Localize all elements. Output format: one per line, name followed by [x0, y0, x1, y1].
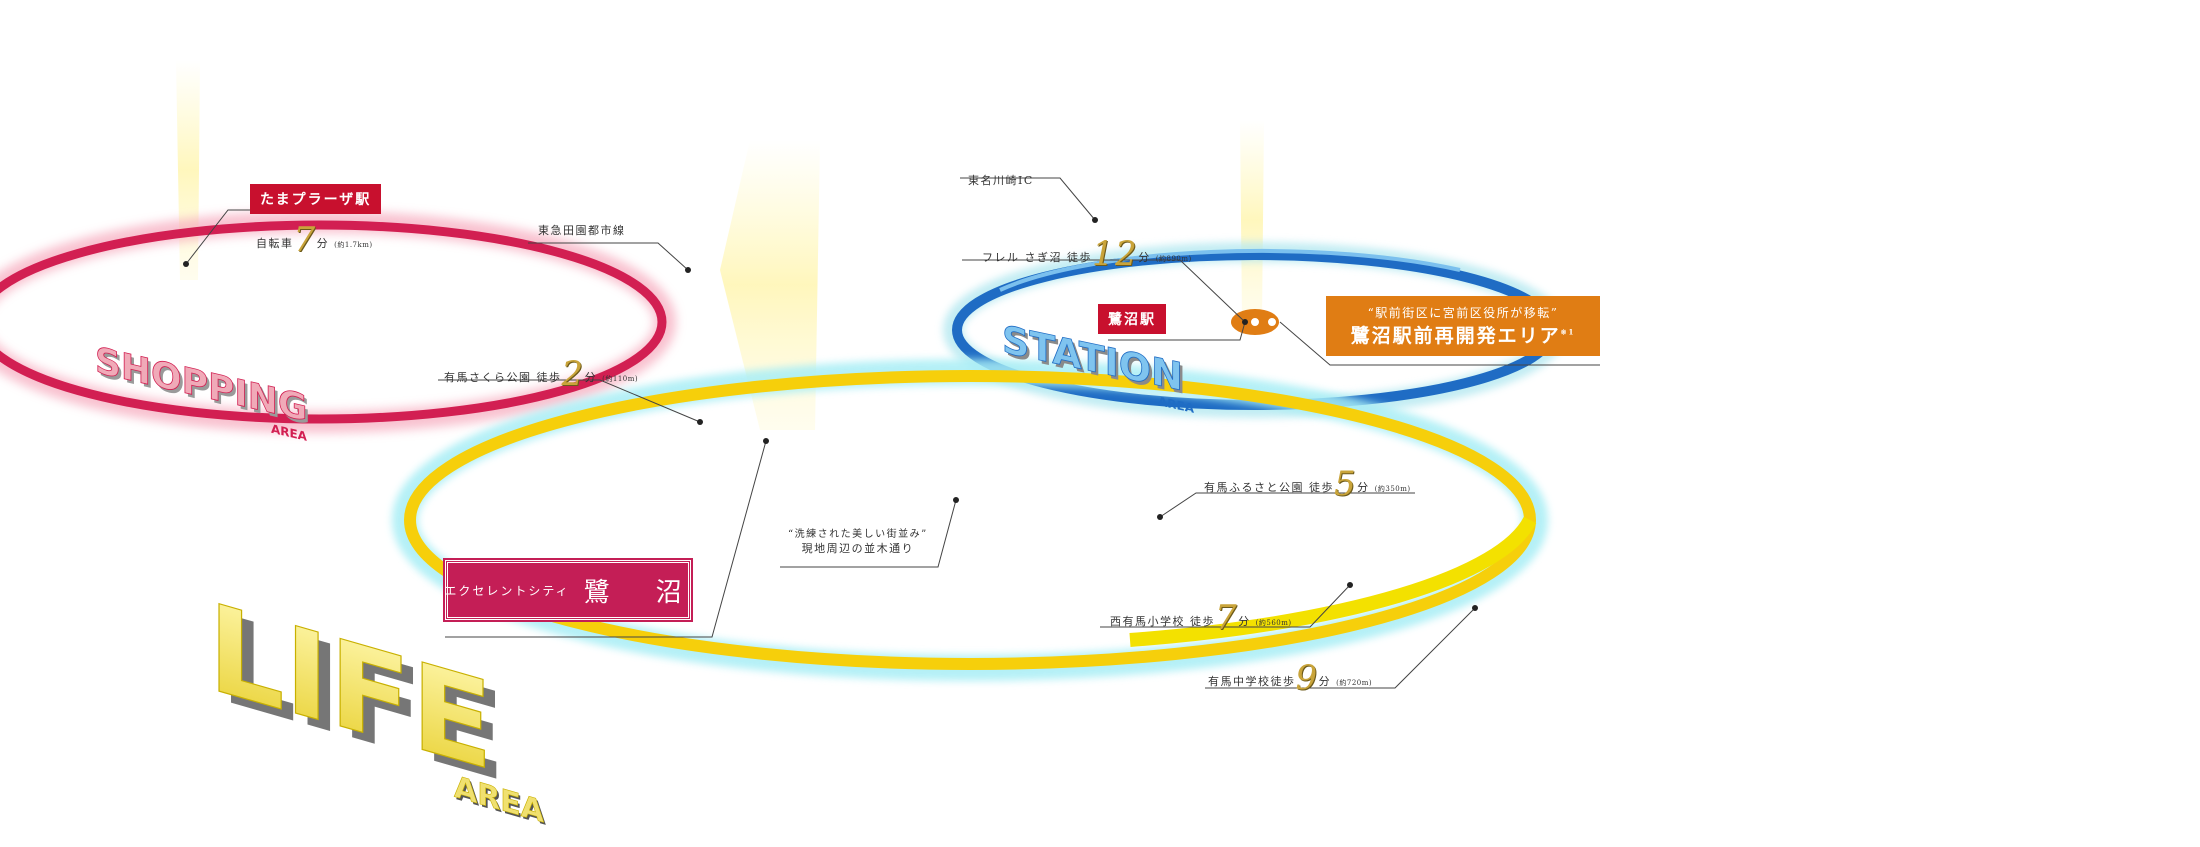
excellent-city-name: 鷺 沼 [583, 577, 692, 608]
fureru-saginuma: フレル さぎ沼 徒歩12分 (約890m) [982, 234, 1192, 274]
fureru-distance: (約890m) [1155, 255, 1192, 263]
arima-sakura-prefix: 有馬さくら公園 徒歩 [444, 371, 562, 384]
arima-furusato-prefix: 有馬ふるさと公園 徒歩 [1204, 481, 1334, 494]
tama-plaza-distance: (約1.7km) [334, 241, 373, 249]
arima-furusato-minutes: 5 [1334, 464, 1358, 504]
arima-sakura-distance: (約110m) [602, 375, 639, 383]
arima-furusato-distance: (約350m) [1374, 485, 1411, 493]
tree-lined-avenue-caption: “洗練された美しい街並み” 現地周辺の並木通り [788, 528, 928, 556]
life-area-ring [392, 359, 1548, 681]
arima-junior-distance: (約720m) [1336, 679, 1373, 687]
nishi-arima-minutes: 7 [1215, 598, 1239, 638]
light-beam-center [720, 140, 820, 430]
redevelopment-title: 鷺沼駅前再開発エリア※1 [1351, 321, 1576, 348]
shopping-area-title: SHOPPING SHOPPING AREA [95, 338, 311, 444]
arima-junior-unit: 分 [1318, 675, 1332, 688]
arima-furusato-unit: 分 [1357, 481, 1370, 494]
arima-junior-minutes: 9 [1295, 658, 1319, 698]
redevelopment-area-box: “駅前街区に宮前区役所が移転” 鷺沼駅前再開発エリア※1 [1326, 296, 1600, 356]
nishi-arima-unit: 分 [1238, 615, 1251, 628]
tama-plaza-minutes: 7 [293, 220, 317, 260]
light-beam-station [1240, 120, 1264, 320]
tama-plaza-unit: 分 [316, 237, 330, 250]
tomei-kawasaki-ic: 東名川崎IC [968, 174, 1034, 187]
tama-plaza-time: 自転車7分 (約1.7km) [256, 220, 373, 260]
redevelopment-note: ※1 [1560, 327, 1576, 337]
excellent-city-label: エクセレントシティ [444, 583, 570, 598]
fureru-unit: 分 [1138, 251, 1151, 264]
avenue-tagline: “洗練された美しい街並み” [788, 529, 928, 540]
arima-junior-high: 有馬中学校徒歩9分 (約720m) [1208, 658, 1372, 698]
nishi-arima-prefix: 西有馬小学校 徒歩 [1110, 615, 1215, 628]
redevelopment-subtitle: “駅前街区に宮前区役所が移転” [1367, 306, 1559, 320]
arima-sakura-unit: 分 [584, 371, 598, 384]
nishi-arima-distance: (約560m) [1255, 619, 1292, 627]
arima-junior-prefix: 有馬中学校徒歩 [1208, 675, 1296, 688]
arima-furusato-park: 有馬ふるさと公園 徒歩5分 (約350m) [1204, 464, 1411, 504]
light-beam-shopping [176, 60, 200, 280]
shopping-area-ring [0, 211, 676, 433]
redevelopment-title-text: 鷺沼駅前再開発エリア [1350, 325, 1561, 347]
leader-dots [183, 217, 1478, 611]
saginuma-station-label: 鷺沼駅 [1098, 304, 1166, 334]
excellent-city-saginuma-box: エクセレントシティ 鷺 沼 [443, 558, 693, 622]
tokyu-line-label: 東急田園都市線 [538, 224, 626, 237]
nishi-arima-elementary: 西有馬小学校 徒歩7分 (約560m) [1110, 598, 1292, 638]
avenue-description: 現地周辺の並木通り [801, 542, 915, 555]
fureru-prefix: フレル さぎ沼 徒歩 [982, 251, 1092, 264]
arima-sakura-minutes: 2 [561, 354, 585, 394]
tama-plaza-station-label: たまプラーザ駅 [250, 184, 382, 214]
arima-sakura-park: 有馬さくら公園 徒歩2分 (約110m) [444, 354, 638, 394]
fureru-minutes: 12 [1092, 234, 1139, 274]
tama-plaza-prefix: 自転車 [256, 237, 294, 250]
